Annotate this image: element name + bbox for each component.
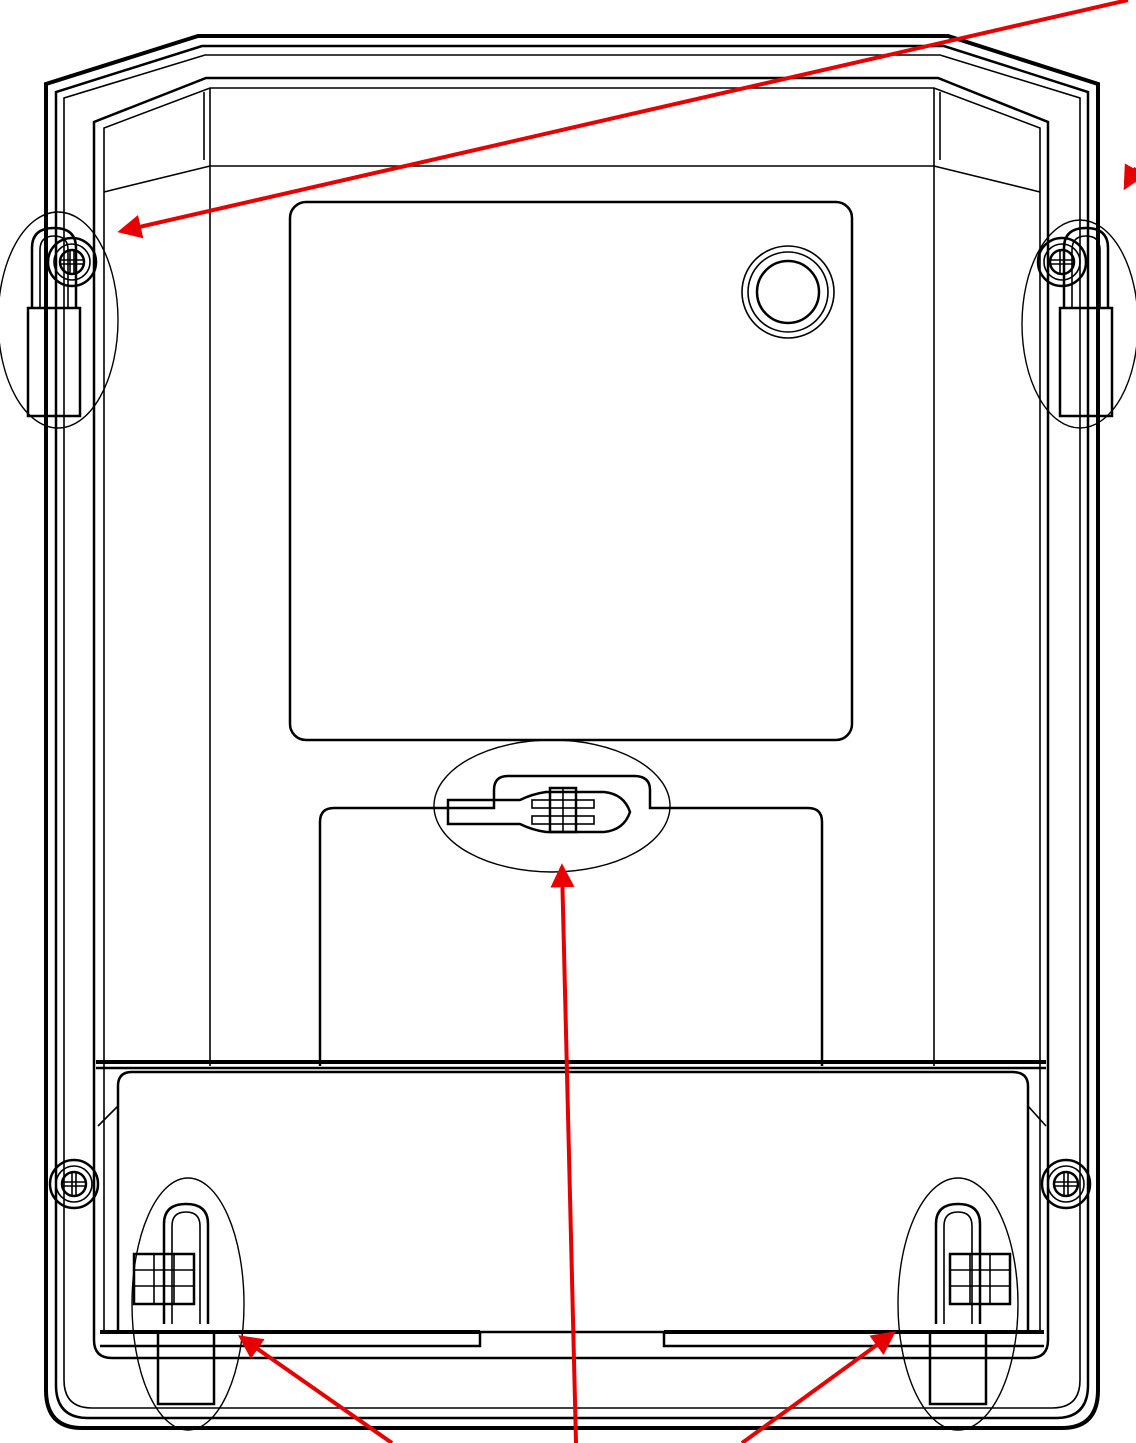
lower-right-seal-lead-seal-icon	[897, 1177, 1019, 1431]
upper-right-screw-phillips-screw-icon	[1036, 236, 1088, 288]
arrow-lower-right-seal	[740, 1331, 896, 1443]
arrow-upper-left-seal	[117, 0, 1129, 239]
arrow-center-cover-seal	[550, 863, 578, 1443]
seals-group	[0, 211, 1136, 1431]
nameplate-window	[288, 200, 854, 742]
screws-group	[46, 236, 1092, 1210]
arrow-upper-right-seal	[1123, 163, 1136, 191]
lower-right-screw-phillips-screw-icon	[1040, 1158, 1092, 1210]
upper-right-seal-lead-seal-icon	[1021, 219, 1136, 429]
annotation-arrows	[117, 0, 1136, 1443]
lower-left-seal-lead-seal-icon	[131, 1177, 245, 1431]
round-knob-icon	[741, 245, 835, 339]
upper-left-seal-lead-seal-icon	[0, 211, 119, 429]
housing-inner-frame	[92, 76, 1050, 1360]
middle-cover	[318, 774, 824, 1066]
lower-left-screw-phillips-screw-icon	[48, 1158, 100, 1210]
arrow-lower-left-seal	[238, 1335, 394, 1443]
housing-outer-outline	[44, 34, 1100, 1430]
upper-left-screw-phillips-screw-icon	[46, 236, 98, 288]
divider-band	[96, 1060, 1046, 1070]
center-cover-seal-lead-seal-icon	[433, 739, 671, 873]
